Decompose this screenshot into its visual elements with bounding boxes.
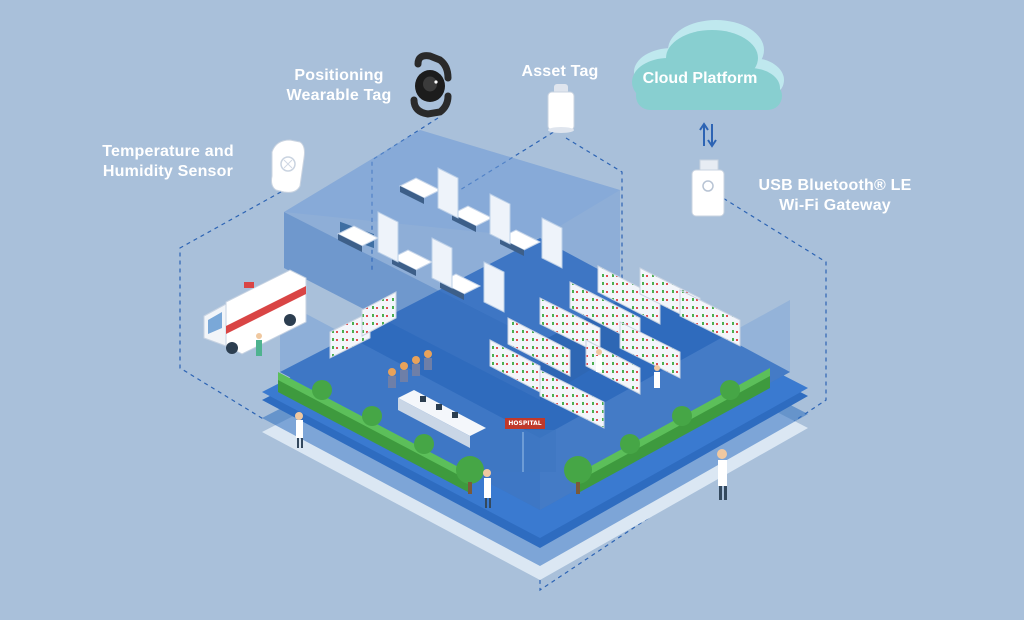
ward-beds (336, 167, 563, 313)
cloud-icon (632, 20, 784, 110)
gateway-label-line2: Wi-Fi Gateway (779, 197, 891, 214)
asset-tag-label: Asset Tag (508, 62, 612, 82)
asset-tag-icon (547, 84, 575, 133)
ambulance (203, 269, 307, 355)
asset-tag-text: Asset Tag (521, 63, 599, 80)
gateway-label: USB Bluetooth® LE Wi-Fi Gateway (742, 176, 928, 216)
wearable-label-line1: Positioning (294, 67, 384, 84)
temp-label-line1: Temperature and (102, 143, 234, 160)
reception (388, 350, 486, 448)
temperature-humidity-label: Temperature and Humidity Sensor (86, 142, 250, 182)
usb-gateway-icon (691, 159, 725, 217)
hedges (278, 368, 770, 494)
sync-arrows-icon (699, 122, 717, 148)
thermometer-sensor-icon (271, 139, 305, 193)
staff-figures (256, 333, 727, 508)
hospital-sign: HOSPITAL (505, 418, 545, 429)
cloud-platform-label: Cloud Platform (642, 70, 758, 87)
entrance (490, 430, 556, 472)
gateway-label-line1: USB Bluetooth® LE (758, 177, 912, 194)
temp-label-line2: Humidity Sensor (102, 163, 234, 180)
network-links (179, 117, 827, 592)
wearable-tag-label: Positioning Wearable Tag (272, 66, 406, 106)
wearable-tag-icon (410, 52, 452, 118)
wearable-label-line2: Wearable Tag (286, 87, 392, 104)
